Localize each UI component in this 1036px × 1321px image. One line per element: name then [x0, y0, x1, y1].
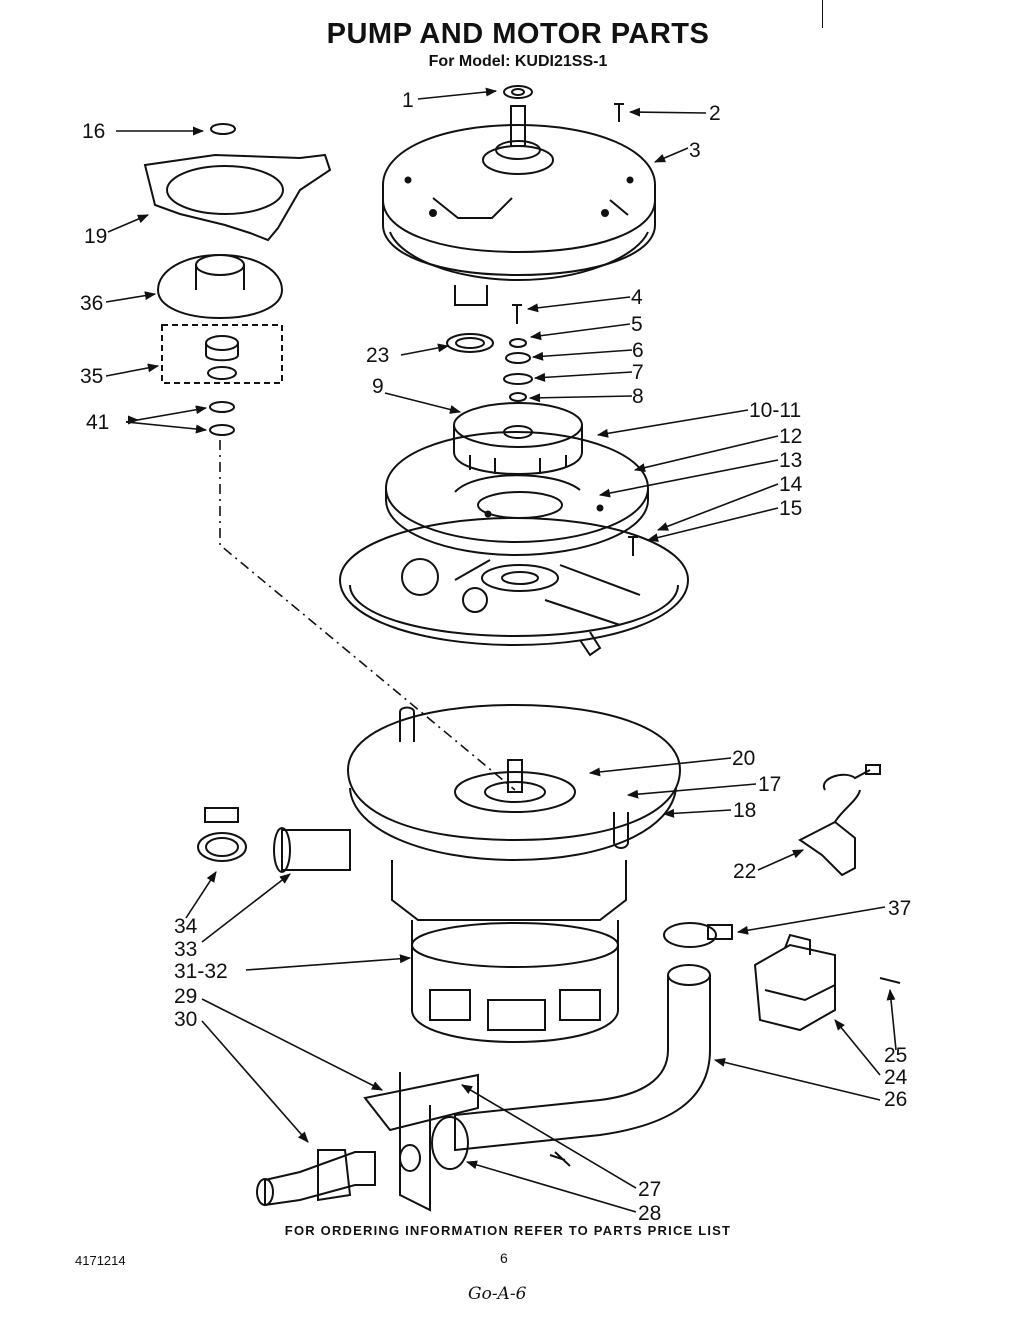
motor-housing: [382, 85, 656, 306]
callout-18: 18: [733, 799, 756, 822]
screw-27: [549, 1151, 571, 1167]
model-subtitle: For Model: KUDI21SS-1: [428, 53, 608, 70]
callout-10-11: 10-11: [749, 399, 801, 422]
handwritten-note: Go-A-6: [468, 1284, 527, 1304]
o-ring-41b: [209, 424, 235, 436]
screw-4: [512, 304, 522, 324]
callout-15: 15: [779, 497, 802, 520]
callout-16: 16: [82, 120, 105, 143]
pump-housing-36: [156, 253, 284, 320]
callout-3: 3: [689, 139, 701, 162]
callout-34: 34: [174, 915, 198, 938]
seal-23: [446, 333, 494, 353]
float-switch-22: [798, 764, 881, 877]
callout-22: 22: [733, 860, 756, 883]
callout-26: 26: [884, 1088, 907, 1111]
callout-23: 23: [366, 344, 389, 367]
page-number: 6: [500, 1250, 508, 1266]
callout-7: 7: [632, 361, 644, 384]
callout-37: 37: [888, 897, 911, 920]
callout-28: 28: [638, 1202, 661, 1225]
gasket-19: [143, 153, 332, 242]
callout-1: 1: [402, 89, 414, 112]
callout-6: 6: [632, 339, 644, 362]
valve-bracket-29: [363, 1072, 479, 1212]
callout-9: 9: [372, 375, 384, 398]
callout-24: 24: [884, 1066, 908, 1089]
drain-hose-26: [454, 964, 711, 1152]
callout-25: 25: [884, 1044, 907, 1067]
callout-2: 2: [709, 102, 721, 125]
callout-33: 33: [174, 938, 197, 961]
callout-27: 27: [638, 1178, 661, 1201]
clamp-34: [197, 807, 247, 862]
washer-7: [503, 373, 533, 385]
inlet-fitting-30: [256, 1149, 376, 1207]
screw-2: [614, 103, 624, 122]
callout-14: 14: [779, 473, 803, 496]
pump-and-motor-assembly: [273, 703, 682, 1044]
callout-29: 29: [174, 985, 197, 1008]
clamp-37: [663, 922, 733, 948]
nut-5: [509, 338, 527, 348]
washer-6: [505, 352, 531, 364]
corner-rule: [822, 0, 823, 28]
callout-4: 4: [631, 286, 643, 309]
callout-19: 19: [84, 225, 107, 248]
callout-8: 8: [632, 385, 644, 408]
pump-base-plate: [338, 516, 690, 657]
ordering-note: FOR ORDERING INFORMATION REFER TO PARTS …: [284, 1223, 732, 1238]
impeller: [453, 402, 583, 476]
thermostat-24: [753, 933, 836, 1032]
callout-36: 36: [80, 292, 103, 315]
document-number: 4171214: [75, 1253, 126, 1268]
callout-12: 12: [779, 425, 802, 448]
screw-25: [879, 977, 901, 984]
callout-30: 30: [174, 1008, 197, 1031]
callout-5: 5: [631, 313, 643, 336]
callout-13: 13: [779, 449, 802, 472]
seal-kit-35-box: [161, 324, 283, 384]
callout-41: 41: [86, 411, 109, 434]
clamp-28: [431, 1116, 469, 1170]
callout-17: 17: [758, 773, 781, 796]
callout-35: 35: [80, 365, 103, 388]
washer-8: [509, 392, 527, 402]
callout-31-32: 31-32: [174, 960, 228, 983]
callout-20: 20: [732, 747, 755, 770]
ring-16: [210, 123, 236, 135]
page-title: PUMP AND MOTOR PARTS: [326, 18, 710, 50]
o-ring-41a: [209, 401, 235, 413]
